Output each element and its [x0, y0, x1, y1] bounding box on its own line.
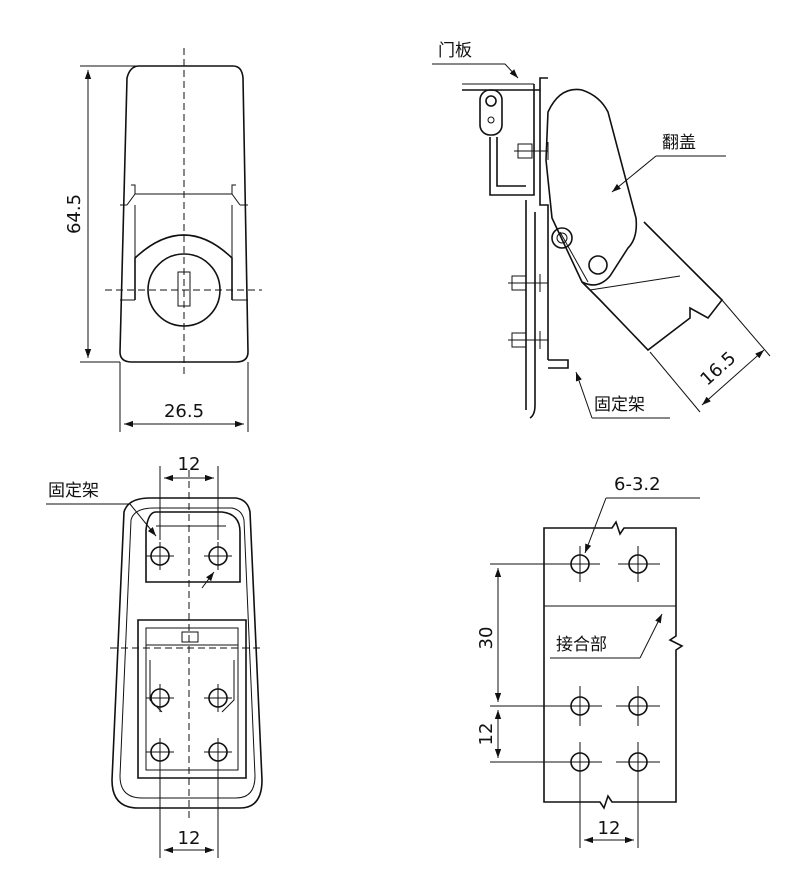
flip-cover-label: 翻盖 [662, 133, 696, 153]
hole [618, 546, 660, 582]
hole [616, 742, 660, 782]
mounting-template: 6-3.2 接合部 30 12 12 [476, 474, 700, 848]
back-bottom-spacing-dimension: 12 [178, 828, 201, 849]
front-width-dimension: 26.5 [164, 401, 204, 422]
hole [146, 684, 174, 712]
bracket-back-label: 固定架 [48, 481, 99, 501]
template-row-spacing-dimension: 12 [476, 723, 497, 746]
back-top-spacing-dimension: 12 [178, 454, 201, 475]
hole [204, 542, 232, 570]
joint-part-label: 接合部 [556, 635, 607, 655]
hole [204, 738, 232, 766]
hole [146, 542, 174, 570]
bolt-top [514, 142, 549, 160]
template-hole-spacing-dimension: 12 [598, 818, 621, 839]
bolt-middle [508, 274, 548, 292]
side-length-dimension: 16.5 [696, 348, 740, 390]
hole [146, 738, 174, 766]
hole [616, 686, 660, 726]
template-vertical-dimension: 30 [476, 627, 497, 650]
front-height-dimension: 64.5 [64, 194, 85, 234]
side-view: 门板 [432, 41, 771, 419]
bracket-side-label: 固定架 [594, 395, 645, 415]
back-view: 固定架 12 12 [46, 454, 263, 858]
hole [204, 684, 232, 712]
bolt-bottom [508, 331, 548, 349]
front-view: 64.5 26.5 [64, 48, 262, 432]
door-panel-label: 门板 [438, 41, 472, 61]
hole-spec-label: 6-3.2 [614, 474, 661, 495]
